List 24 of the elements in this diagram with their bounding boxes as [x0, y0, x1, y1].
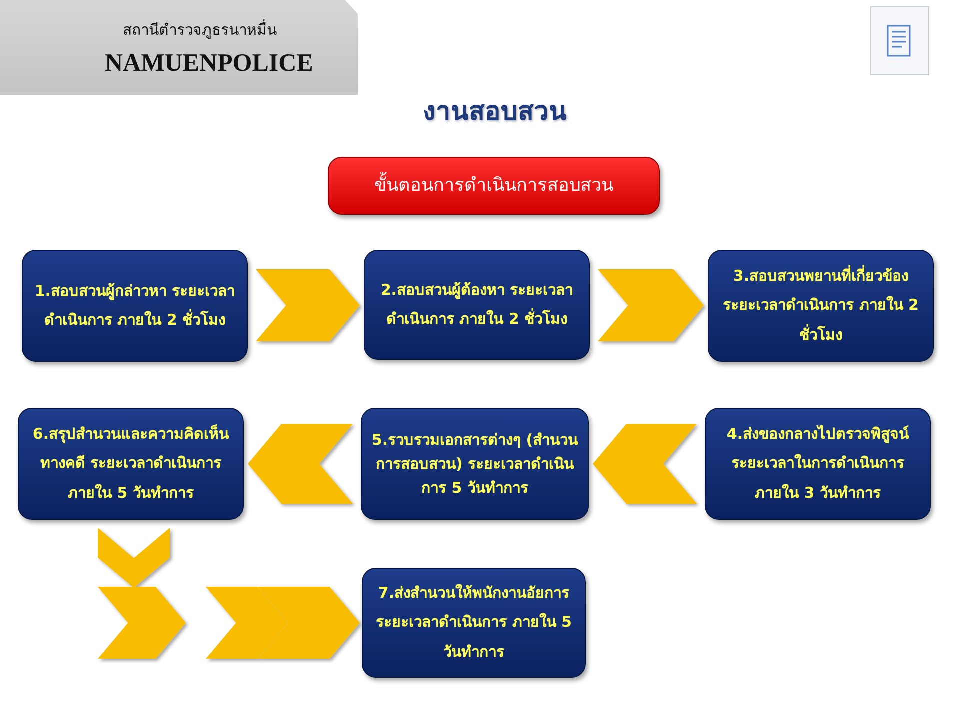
step-box [361, 408, 589, 520]
heading-box [328, 157, 660, 215]
chevron-arrow [98, 528, 360, 659]
step-text: 6.สรุปสำนวนและความคิดเห็นทางคดี ระยะเวลาดำเนินการ ภายใน 5 วันทำการ [32, 424, 230, 504]
chevron-arrow [256, 270, 360, 342]
chevron-arrow [598, 270, 704, 342]
heading-text: ขั้นตอนการดำเนินการสอบสวน [374, 168, 614, 204]
station-name: NAMUENPOLICE [105, 50, 314, 78]
step-text: 7.ส่งสำนวนให้พนักงานอัยการ ระยะเวลาดำเนินการ ภายใน 5 วันทำการ [375, 583, 573, 663]
station-name: สถานีตำรวจภูธรนาหมื่น [123, 18, 277, 41]
page-title: งานสอบสวน [422, 96, 568, 129]
step-box [362, 568, 586, 678]
step-box [708, 250, 934, 362]
chevron-arrow [248, 424, 353, 504]
chevron-arrow [593, 424, 697, 504]
step-text: 4.ส่งของกลางไปตรวจพิสูจน์ ระยะเวลาในการดำเนินการ ภายใน 3 วันทำการ [726, 424, 910, 504]
step-box [18, 408, 244, 520]
step-box [705, 408, 931, 520]
step-text: 1.สอบสวนผู้กล่าวหา ระยะเวลาดำเนินการ ภายใน 2 ชั่วโมง [34, 280, 236, 331]
step-box [364, 250, 590, 360]
step-text: 5.รวบรวมเอกสารต่างๆ (สำนวนการสอบสวน) ระยะเวลาดำเนินการ 5 วันทำการ [370, 430, 580, 499]
step-text: 2.สอบสวนผู้ต้องหา ระยะเวลาดำเนินการ ภายใน 2 ชั่วโมง [380, 280, 574, 330]
step-box [22, 250, 248, 362]
step-text: 3.สอบสวนพยานที่เกี่ยวข้อง ระยะเวลาดำเนินการ ภายใน 2 ชั่วโมง [722, 264, 920, 346]
